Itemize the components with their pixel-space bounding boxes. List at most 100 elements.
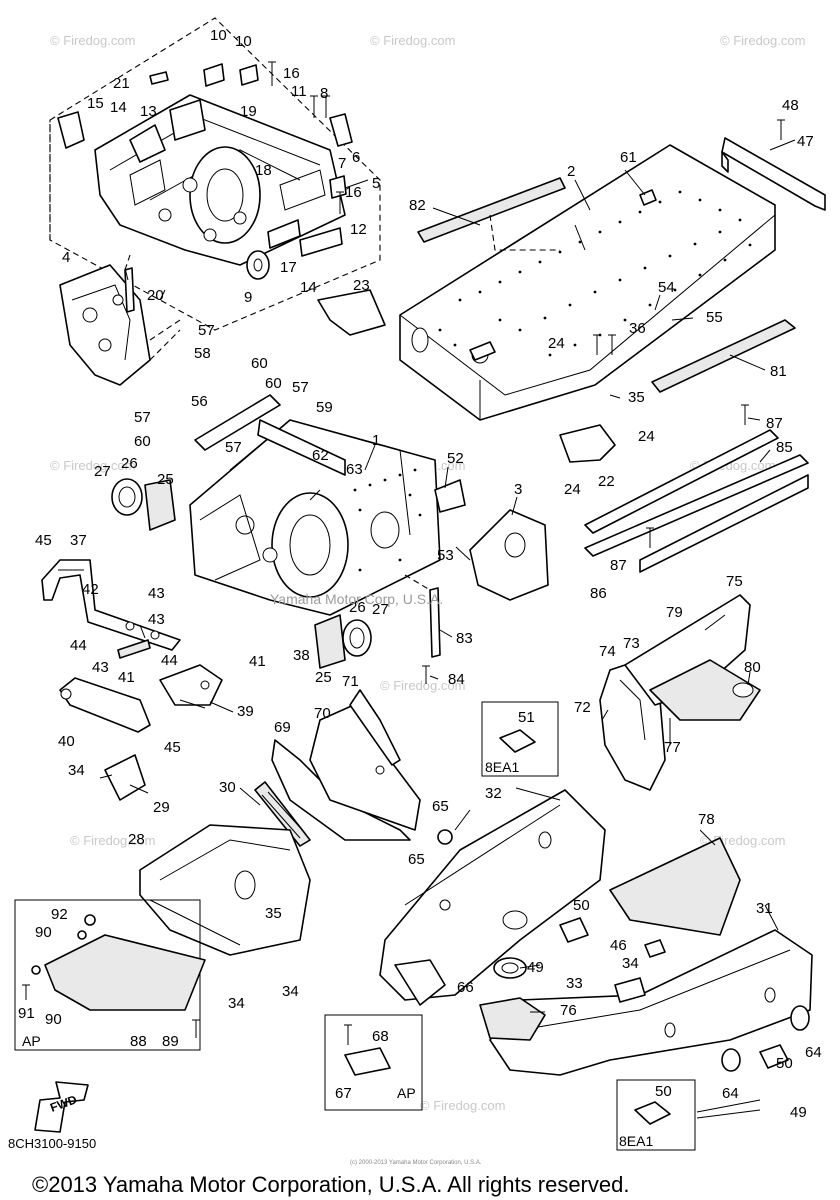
callout: 68: [372, 1028, 389, 1045]
callout: 28: [128, 831, 145, 848]
callout: 4: [62, 249, 70, 266]
callout: 57: [134, 409, 151, 426]
callout: 21: [113, 75, 130, 92]
callout: 34: [228, 995, 245, 1012]
callout: 24: [638, 428, 655, 445]
callout: 14: [110, 99, 127, 116]
callout: 34: [282, 983, 299, 1000]
rear-bumper: [599, 594, 761, 791]
callout: 47: [797, 133, 814, 150]
callout: 9: [244, 289, 252, 306]
callout: 43: [148, 611, 165, 628]
watermark: © Firedog.com: [380, 678, 465, 693]
callout: 45: [164, 739, 181, 756]
grommet: [437, 829, 453, 845]
rear-bracket: [721, 119, 826, 211]
bracket: [317, 289, 386, 336]
callout: 57: [198, 322, 215, 339]
callout: 62: [312, 447, 329, 464]
callout: 88: [130, 1033, 147, 1050]
box-label: 8EA1: [619, 1133, 653, 1149]
callout: 59: [316, 399, 333, 416]
callout: 10: [210, 27, 227, 44]
callout: 23: [353, 277, 370, 294]
callout: 18: [255, 162, 272, 179]
callout: 69: [274, 719, 291, 736]
callout: 19: [240, 103, 257, 120]
callout: 44: [70, 637, 87, 654]
callouts: 10 10 16 21 11 8 15 14 13 19 6 7 18 5 16…: [18, 27, 822, 1149]
callout: 57: [292, 379, 309, 396]
watermark: © Firedog.com: [720, 33, 805, 48]
callout: 64: [722, 1085, 739, 1102]
callout: 41: [118, 669, 135, 686]
callout: 75: [726, 573, 743, 590]
callout: 42: [82, 581, 99, 598]
callout: 16: [345, 184, 362, 201]
ea-box-bottom: [616, 1079, 761, 1151]
callout: 46: [610, 937, 627, 954]
bracket: [759, 1044, 789, 1069]
ducts: [111, 478, 372, 669]
callout: 90: [35, 924, 52, 941]
callout: 39: [237, 703, 254, 720]
watermark: © Firedog.com: [50, 33, 135, 48]
box-label: AP: [397, 1085, 416, 1101]
callout: 92: [51, 906, 68, 923]
bracket: [559, 917, 589, 943]
callout: 33: [566, 975, 583, 992]
small-copyright: (c) 2000-2013 Yamaha Motor Corporation, …: [350, 1160, 482, 1166]
callout: 34: [622, 955, 639, 972]
callout: 89: [162, 1033, 179, 1050]
support-rod: [429, 587, 441, 658]
callout: 32: [485, 785, 502, 802]
callout: 58: [194, 345, 211, 362]
callout: 26: [121, 455, 138, 472]
callout: 6: [352, 149, 360, 166]
ap-box-bottom: [324, 1014, 423, 1111]
callout: 11: [291, 83, 307, 100]
callout: 81: [770, 363, 787, 380]
callout: 90: [45, 1011, 62, 1028]
callout: 3: [514, 481, 522, 498]
callout: 52: [447, 450, 464, 467]
callout: 1: [372, 432, 380, 449]
callout: 86: [590, 585, 607, 602]
ap-box-left: [14, 899, 206, 1051]
ea-box-top: [481, 701, 559, 777]
watermark: © Firedog.com: [70, 833, 155, 848]
callout: 16: [283, 65, 300, 82]
callout: 87: [766, 415, 783, 432]
callout: 56: [191, 393, 208, 410]
tunnel-rivets: [438, 190, 752, 357]
callout: 66: [457, 979, 474, 996]
callout: 35: [628, 389, 645, 406]
callout: 87: [610, 557, 627, 574]
callout: 73: [623, 635, 640, 652]
frame-rivets: [353, 468, 422, 572]
box-label: 8EA1: [485, 759, 519, 775]
callout: 31: [756, 900, 773, 917]
vent-grill: [254, 781, 311, 847]
callout: 78: [698, 811, 715, 828]
callout: 10: [235, 33, 252, 50]
callout: 36: [629, 320, 646, 337]
watermark: © Firedog.com: [50, 458, 135, 473]
callout: 8: [320, 85, 328, 102]
callout: 40: [58, 733, 75, 750]
decal-strip: [651, 319, 796, 393]
scoop: [479, 997, 546, 1041]
callout: 5: [372, 175, 380, 192]
callout: 26: [349, 599, 366, 616]
callout: 65: [408, 851, 425, 868]
callout: 80: [744, 659, 761, 676]
main-frame: [189, 394, 441, 616]
center-watermark: Yamaha Motor Corp, U.S.A.: [270, 591, 443, 607]
box-label: AP: [22, 1033, 41, 1049]
callout: 17: [280, 259, 297, 276]
callout: 35: [265, 905, 282, 922]
callout: 61: [620, 149, 637, 166]
callout: 14: [300, 279, 317, 296]
grab-handle: [59, 677, 151, 733]
